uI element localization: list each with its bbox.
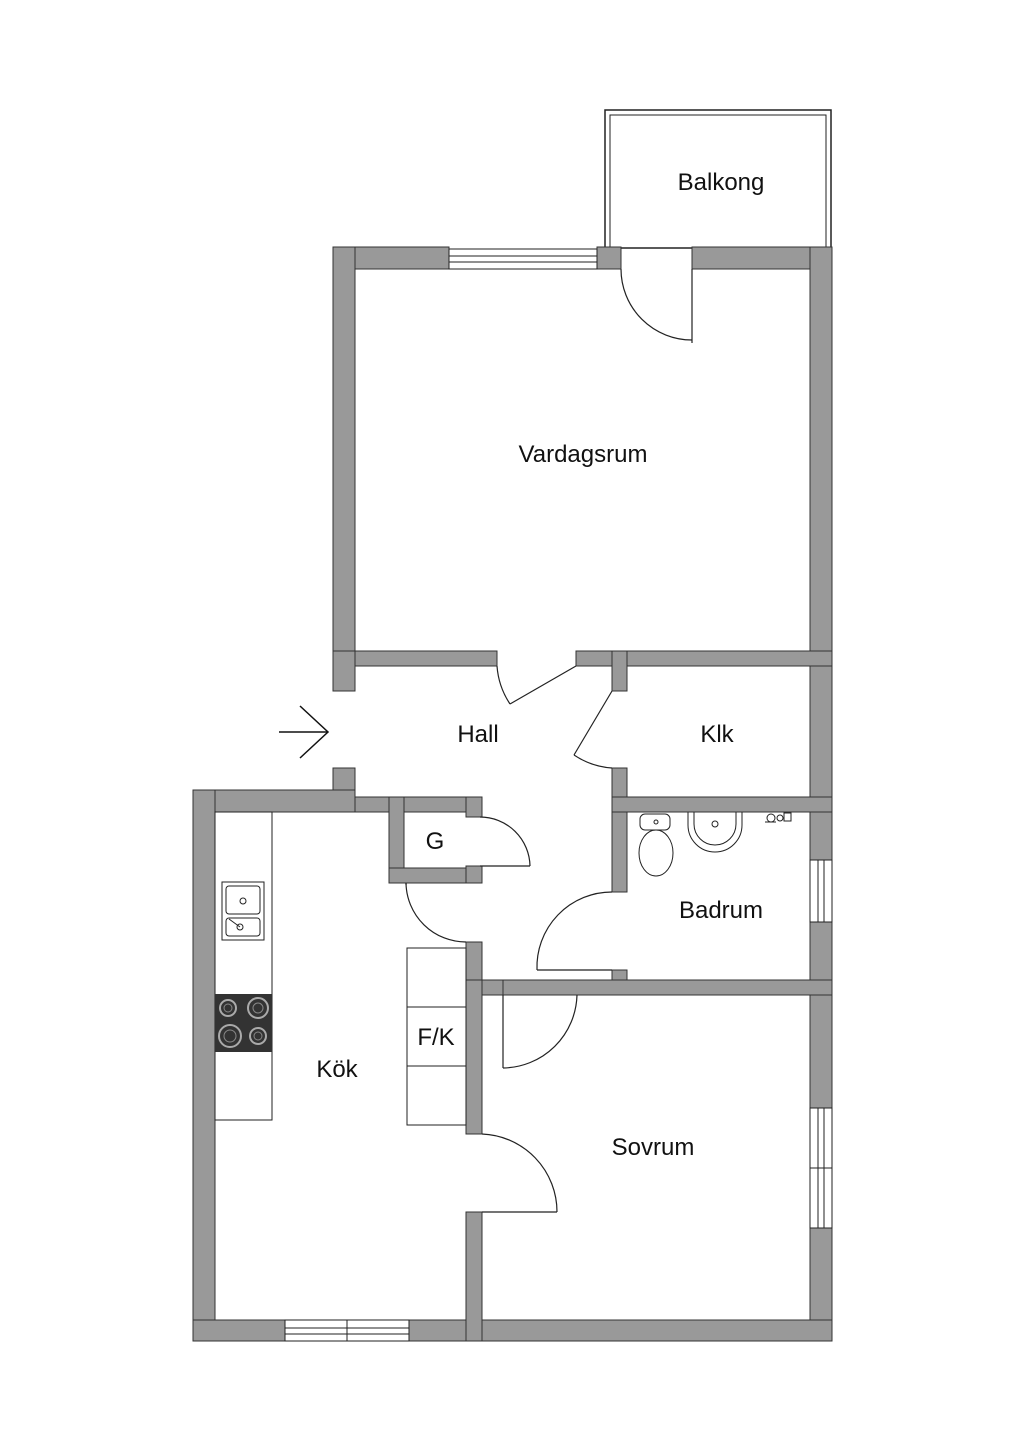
sink-icon xyxy=(221,881,265,941)
room-label-badrum: Badrum xyxy=(679,897,763,924)
window-top xyxy=(448,248,598,270)
washbasin-icon xyxy=(687,812,743,853)
stove-icon xyxy=(215,994,272,1052)
room-label-sovrum: Sovrum xyxy=(612,1134,695,1161)
room-label-balkong: Balkong xyxy=(678,169,765,196)
room-label-vardagsrum: Vardagsrum xyxy=(519,441,648,468)
toilet-icon xyxy=(638,813,674,877)
window-bathroom xyxy=(809,859,833,923)
shower-faucet-icon xyxy=(765,812,792,823)
door-swings xyxy=(405,268,693,1213)
room-label-klk: Klk xyxy=(700,721,734,748)
room-label-g: G xyxy=(426,828,445,855)
fridge-freezer-unit xyxy=(406,947,467,1126)
walls xyxy=(192,246,833,1342)
room-label-kok: Kök xyxy=(316,1056,358,1083)
kitchen-counter xyxy=(214,811,273,1121)
entrance-arrow-icon xyxy=(279,705,330,759)
window-kitchen xyxy=(284,1319,410,1342)
window-bedroom xyxy=(809,1107,833,1229)
room-label-fk: F/K xyxy=(417,1024,454,1051)
room-label-hall: Hall xyxy=(457,721,498,748)
